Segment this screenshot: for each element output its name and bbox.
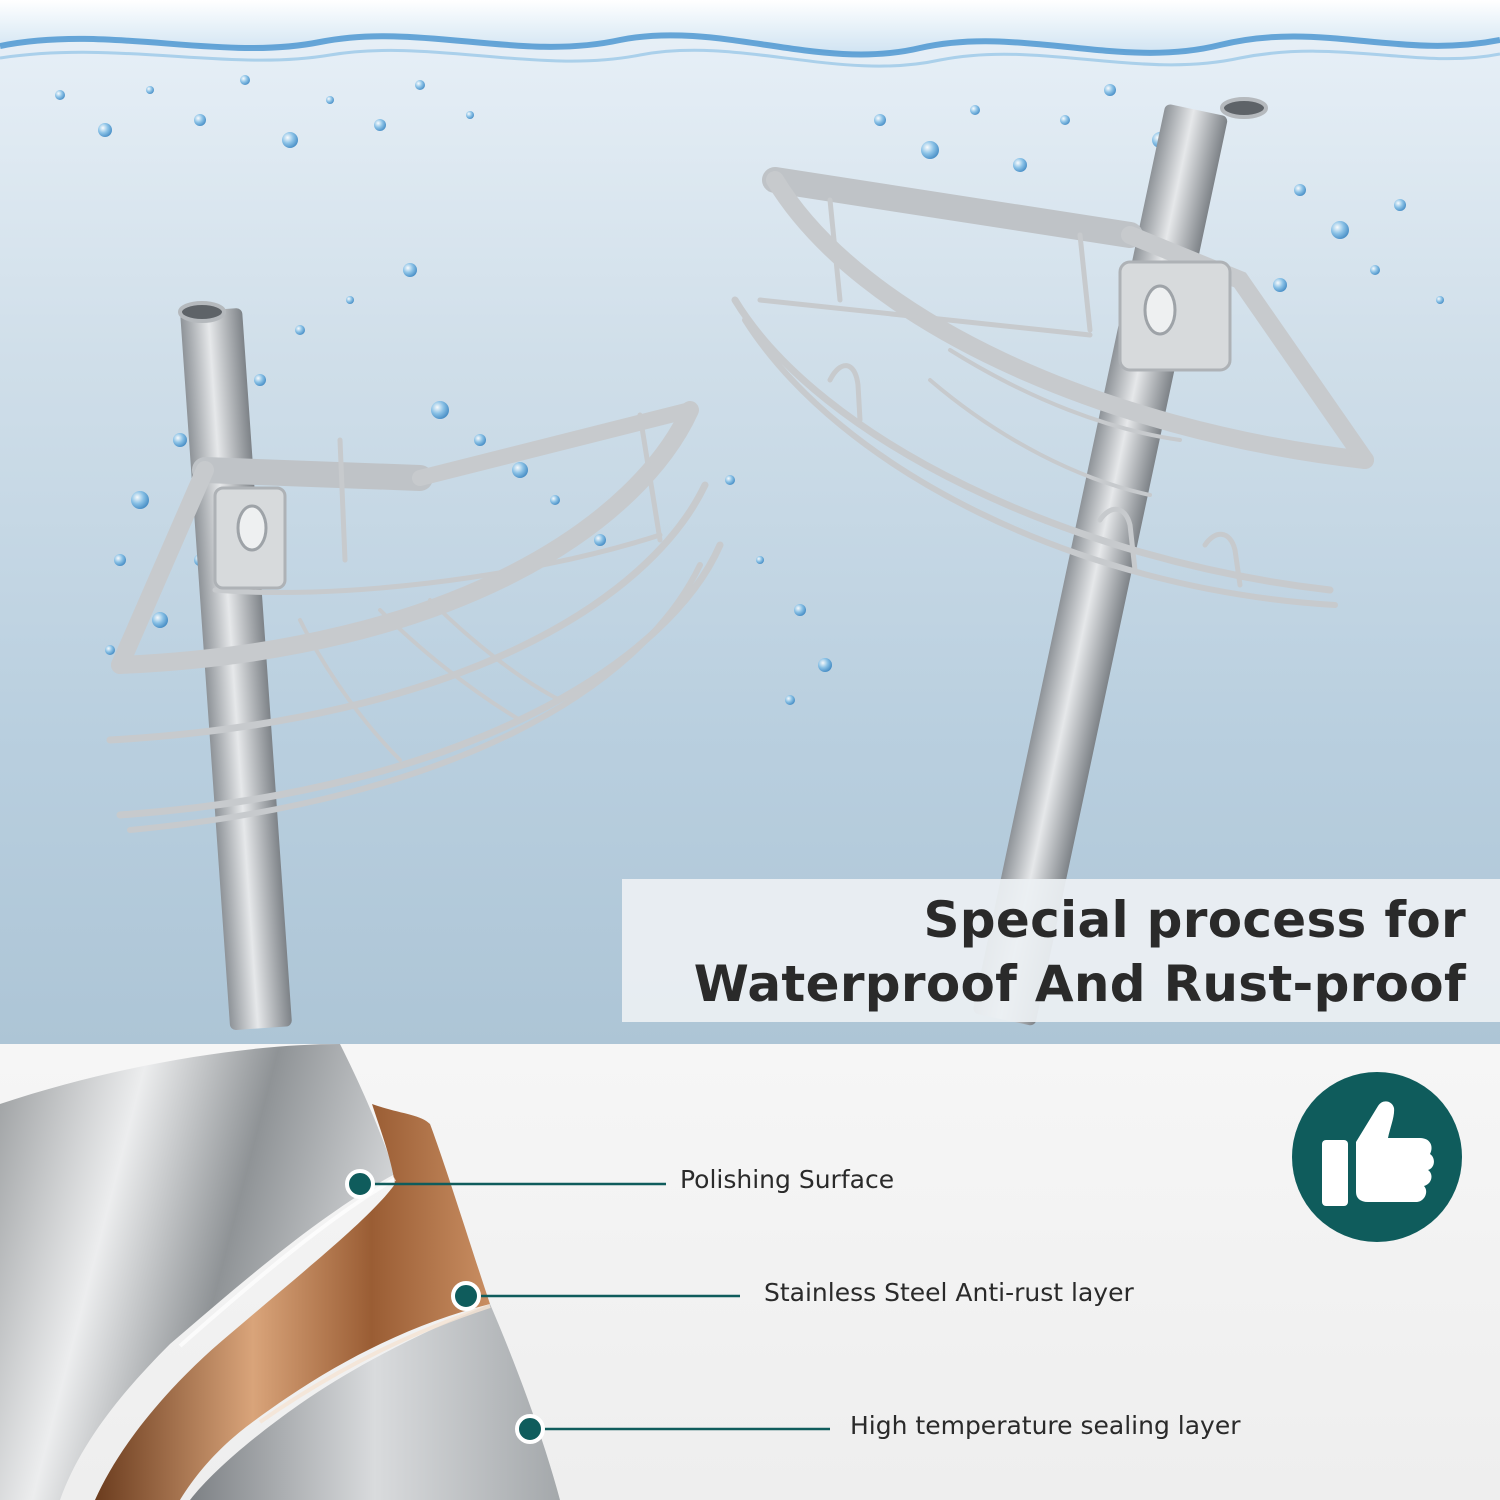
underwater-scene: Special process for Waterproof And Rust-… xyxy=(0,0,1500,1044)
callout-connectors xyxy=(345,1169,830,1444)
right-corner-caddy xyxy=(731,97,1374,1026)
callout-label-polishing: Polishing Surface xyxy=(680,1165,895,1194)
callout-label-sealing: High temperature sealing layer xyxy=(850,1411,1241,1440)
polishing-surface-layer xyxy=(0,1044,395,1500)
headline-banner: Special process for Waterproof And Rust-… xyxy=(622,879,1500,1022)
headline-line-1: Special process for xyxy=(923,891,1466,949)
thumbs-up-icon xyxy=(1322,1101,1434,1206)
bubble-cluster xyxy=(55,75,1444,705)
callout-dot-1 xyxy=(345,1169,375,1199)
scene-illustration xyxy=(0,0,1500,1031)
headline-line-2: Waterproof And Rust-proof xyxy=(693,955,1466,1013)
callout-label-anti-rust: Stainless Steel Anti-rust layer xyxy=(764,1278,1134,1307)
callout-dot-2 xyxy=(451,1281,481,1311)
anti-rust-layer xyxy=(95,1104,490,1500)
material-layers-panel: Polishing Surface Stainless Steel Anti-r… xyxy=(0,1044,1500,1500)
cross-section-illustration xyxy=(0,1044,830,1500)
callout-dot-3 xyxy=(515,1414,545,1444)
sealing-layer xyxy=(190,1304,560,1500)
left-corner-caddy xyxy=(106,301,724,1031)
approval-badge xyxy=(1292,1072,1462,1242)
